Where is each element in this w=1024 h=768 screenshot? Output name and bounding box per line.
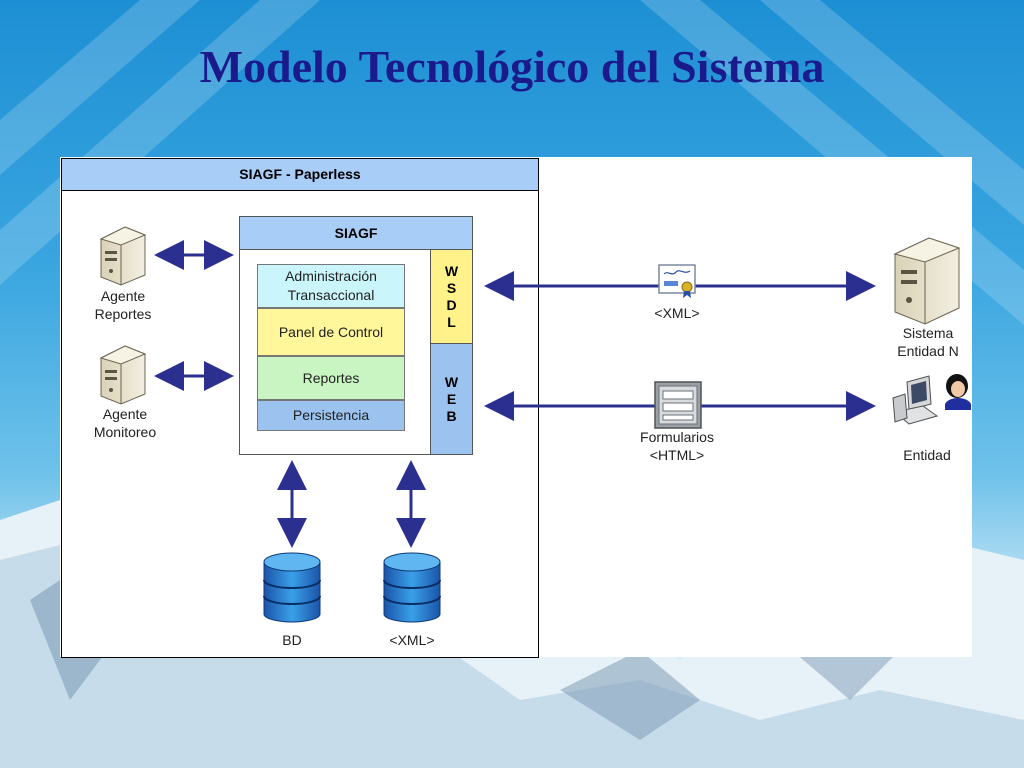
agente-reportes-label: Agente Reportes xyxy=(94,288,152,322)
xml-document-icon xyxy=(658,264,696,298)
database-icon-xml xyxy=(383,552,441,623)
siagf-paperless-frame: SIAGF - Paperless xyxy=(61,158,539,658)
sistema-entidad-label: Sistema Entidad N xyxy=(897,325,959,359)
siagf-title: SIAGF xyxy=(240,217,472,250)
formularios-label: Formularios <HTML> xyxy=(640,429,714,463)
xml-store-label: <XML> xyxy=(389,632,435,648)
database-icon-bd xyxy=(263,552,321,623)
form-window-icon xyxy=(654,381,702,429)
agente-monitoreo-label: Agente Monitoreo xyxy=(93,406,157,440)
xml-channel-label: <XML> xyxy=(654,305,700,321)
server-icon-sistema-entidad xyxy=(893,237,961,325)
wsdl-label: W S D L xyxy=(444,262,459,330)
web-label: W E B xyxy=(444,373,459,424)
slide-title: Modelo Tecnológico del Sistema xyxy=(199,41,825,92)
bd-label: BD xyxy=(282,632,302,648)
user-workstation-icon xyxy=(892,374,971,425)
web-column: W E B xyxy=(430,344,472,454)
entidad-label: Entidad xyxy=(903,447,951,463)
layer-reportes: Reportes xyxy=(257,356,405,400)
frame-title: SIAGF - Paperless xyxy=(62,159,538,191)
server-icon-agente-reportes xyxy=(99,226,147,286)
layer-administracion: Administración Transaccional xyxy=(257,264,405,308)
layer-panel-control: Panel de Control xyxy=(257,308,405,356)
siagf-component: SIAGF Administración Transaccional Panel… xyxy=(239,216,473,455)
wsdl-column: W S D L xyxy=(430,250,472,344)
server-icon-agente-monitoreo xyxy=(99,345,147,405)
layer-persistencia: Persistencia xyxy=(257,400,405,431)
